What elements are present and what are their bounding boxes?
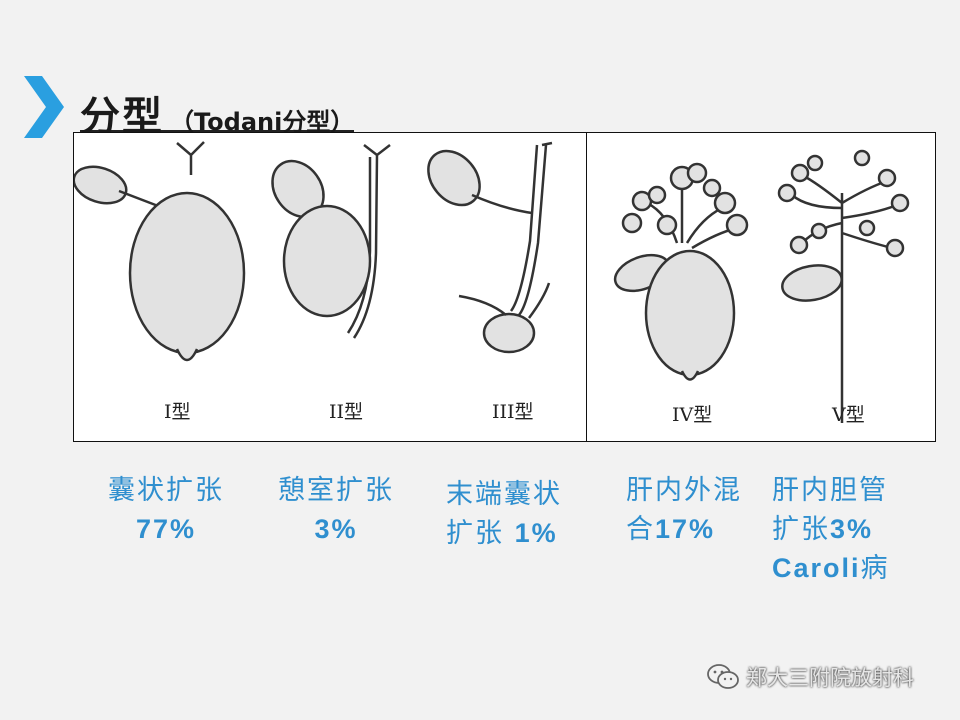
type-ii-diagram	[271, 144, 391, 339]
caption-type-iv: 肝内外混 合17%	[626, 475, 742, 545]
caption-type-i: 囊状扩张 77%	[108, 475, 224, 544]
caption-type-iii: 末端囊状 扩张 1%	[446, 479, 562, 549]
caption-type-ii: 憩室扩张 3%	[278, 475, 394, 544]
label-type-i: I型	[164, 401, 191, 423]
wechat-icon	[707, 664, 739, 689]
type-iii-diagram	[427, 141, 553, 354]
diagram-panel-right: IV型 V型	[586, 132, 936, 442]
type-iv-diagram	[613, 162, 749, 381]
type-v-diagram	[777, 149, 910, 423]
chevron-icon	[24, 76, 64, 138]
label-type-ii: II型	[329, 401, 363, 423]
caption-type-v: 肝内胆管 扩张3% Caroli病	[772, 475, 890, 584]
type-i-diagram	[74, 141, 246, 362]
slide-title: 分型 （Todani分型）	[80, 84, 355, 140]
watermark: 郑大三附院放射科	[706, 660, 914, 694]
label-type-v: V型	[831, 404, 865, 426]
watermark-text: 郑大三附院放射科	[746, 666, 914, 690]
diagram-panel-left: I型 II型 III型	[73, 132, 587, 442]
label-type-iii: III型	[492, 401, 534, 423]
title-subtitle: （Todani分型）	[170, 108, 355, 136]
label-type-iv: IV型	[672, 404, 712, 426]
